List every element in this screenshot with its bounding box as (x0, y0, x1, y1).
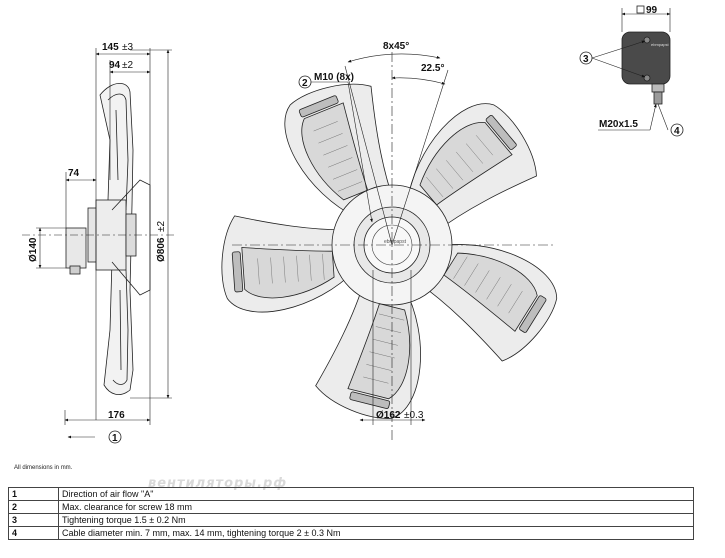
dim-145-tol: ±3 (122, 42, 133, 53)
dim-dia-162: Ø162 (376, 410, 401, 421)
dim-thread-m20: M20x1.5 (599, 119, 638, 130)
legend-num: 4 (8, 526, 59, 540)
dim-angle-8x45: 8x45° (383, 41, 409, 52)
dim-dia-140: Ø140 (28, 237, 39, 262)
fan-blade (221, 215, 357, 313)
dim-dia-806: Ø806 (156, 237, 167, 262)
legend-text: Cable diameter min. 7 mm, max. 14 mm, ti… (58, 526, 694, 540)
front-view: ebmpapst (221, 83, 558, 419)
hub-logo: ebmpapst (384, 239, 407, 245)
terminal-box-dimensions (591, 8, 671, 131)
svg-text:3: 3 (583, 54, 589, 65)
fan-blade (284, 83, 395, 219)
fan-blade (415, 244, 558, 362)
dim-dia-162-tol: ±0.3 (404, 410, 424, 421)
legend-num: 3 (8, 513, 59, 527)
callout-1: 1 (108, 430, 122, 444)
legend-num: 2 (8, 500, 59, 514)
legend-text: Direction of air flow "A" (58, 487, 694, 501)
table-row: 3 Tightening torque 1.5 ± 0.2 Nm (8, 513, 694, 527)
dim-74: 74 (68, 168, 80, 179)
dim-94: 94 (109, 60, 121, 71)
side-view-dimensions (22, 48, 175, 439)
dim-box-99: 99 (646, 5, 658, 16)
fan-blade (315, 278, 421, 419)
callout-2: 2 (298, 75, 312, 89)
dim-angle-22-5: 22.5° (421, 63, 444, 74)
dim-thread-m10: M10 (8x) (314, 72, 354, 83)
legend-num: 1 (8, 487, 59, 501)
dim-94-tol: ±2 (122, 60, 133, 71)
svg-text:2: 2 (302, 78, 308, 89)
dim-dia-806-tol: ±2 (156, 221, 167, 232)
table-row: 1 Direction of air flow "A" (8, 487, 694, 501)
legend-text: Max. clearance for screw 18 mm (58, 500, 694, 514)
dim-145: 145 (102, 42, 119, 53)
svg-text:1: 1 (112, 433, 118, 444)
units-note: All dimensions in mm. (14, 465, 73, 471)
terminal-box: ebmpapst (621, 31, 671, 105)
table-row: 4 Cable diameter min. 7 mm, max. 14 mm, … (8, 526, 694, 540)
callout-3: 3 (579, 51, 593, 65)
dim-176: 176 (108, 410, 125, 421)
legend-table: 1 Direction of air flow "A" 2 Max. clear… (8, 487, 694, 540)
front-view-dimensions (232, 52, 555, 440)
table-row: 2 Max. clearance for screw 18 mm (8, 500, 694, 514)
square-symbol (636, 5, 645, 14)
side-view (65, 82, 151, 395)
legend-text: Tightening torque 1.5 ± 0.2 Nm (58, 513, 694, 527)
svg-text:4: 4 (674, 126, 680, 137)
callout-4: 4 (670, 123, 684, 137)
fan-blade (406, 103, 537, 234)
box-logo: ebmpapst (651, 42, 669, 47)
technical-drawing: 145 ±3 94 ±2 74 Ø140 Ø806 ±2 176 1 ebmpa… (22, 5, 684, 444)
